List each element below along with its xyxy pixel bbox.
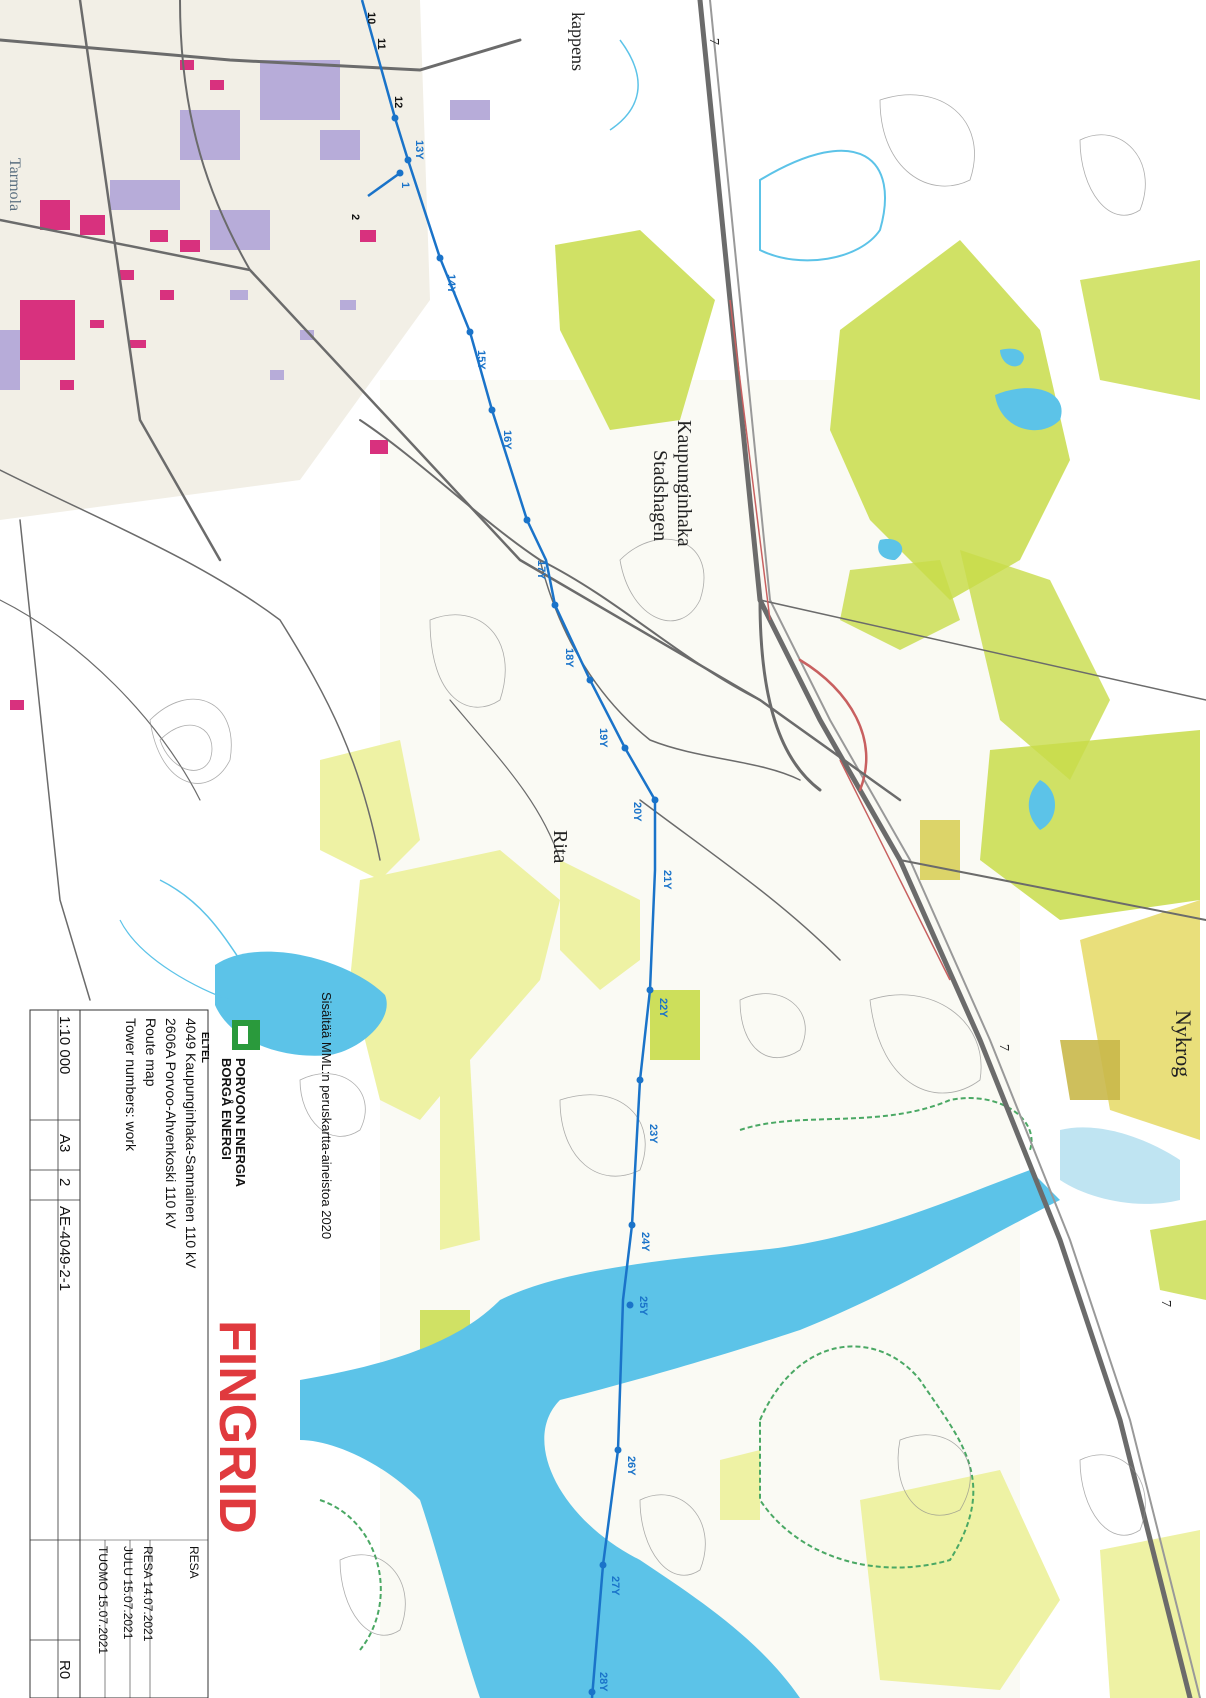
checked-by: JULU 15.07.2021: [121, 1546, 135, 1640]
place-name-tarmola: Tarmola: [6, 158, 23, 211]
tower-label-20y: 20Y: [631, 802, 643, 822]
eltel-logo: ELTEL: [199, 1032, 210, 1063]
tower-label-17y: 17Y: [535, 560, 547, 580]
tower-label-22y: 22Y: [657, 998, 669, 1018]
tower-label-11: 11: [375, 38, 387, 50]
main-road-overlay: [729, 299, 951, 981]
place-name-kaupunginhaka: Kaupunginhaka: [673, 420, 695, 547]
tower-label-1: 1: [399, 182, 411, 188]
place-name-rita: Rita: [549, 830, 571, 863]
tower-label-2: 2: [349, 214, 361, 220]
drawing-type: Route map: [143, 1018, 159, 1087]
road-number-label: 7: [996, 1044, 1011, 1051]
tower-label-21y: 21Y: [661, 870, 673, 890]
urban-area: [0, 0, 490, 710]
place-name-kappens: kappens: [568, 12, 588, 71]
svg-text:BORGÅ ENERGI: BORGÅ ENERGI: [219, 1058, 234, 1160]
paper-size: A3: [56, 1134, 73, 1152]
designer: RESA: [187, 1546, 201, 1579]
protected-areas: [319, 1097, 1033, 1651]
tower-label-25y: 25Y: [637, 1296, 649, 1316]
road-number-label: 7: [706, 38, 721, 45]
tower-label-14y: 14Y: [445, 274, 457, 294]
power-line-route: 10 11 12 1 2 13Y 14Y 15Y 16Y 17Y 18Y 19Y…: [349, 0, 673, 1698]
scale-value: 1:10 000: [56, 1016, 73, 1074]
drawn-by: RESA 14.07.2021: [141, 1546, 155, 1642]
tower-label-12: 12: [392, 96, 404, 108]
road-number-label: 7: [1158, 1300, 1173, 1307]
contour-lines: [119, 94, 1146, 1636]
tower-label-28y: 28Y: [597, 1672, 609, 1692]
tower-label-23y: 23Y: [647, 1124, 659, 1144]
fields: [320, 230, 1206, 1698]
drawing-number: AE-4049-2-1: [56, 1206, 73, 1291]
water-bodies: [119, 39, 1180, 1698]
tower-label-19y: 19Y: [597, 728, 609, 748]
tower-label-13y: 13Y: [413, 140, 425, 160]
sheet-number: 2: [56, 1178, 73, 1186]
fingrid-logo: FINGRID: [208, 1320, 266, 1534]
tower-label-26y: 26Y: [625, 1456, 637, 1476]
map-source-note: Sisältää MML:n peruskartta-aineistoa 202…: [319, 992, 334, 1239]
line-title-2: 2606A Porvoo-Ahvenkoski 110 kV: [163, 1018, 179, 1229]
title-block: Sisältää MML:n peruskartta-aineistoa 202…: [29, 992, 334, 1698]
revision: R0: [56, 1660, 73, 1679]
place-name-nykrog: Nykrog: [1171, 1010, 1196, 1077]
svg-text:PORVOON ENERGIA: PORVOON ENERGIA: [233, 1058, 248, 1188]
line-title-1: 4049 Kaupunginhaka-Sannainen 110 kV: [183, 1018, 199, 1269]
place-name-stadshagen: Stadshagen: [649, 450, 671, 541]
tower-label-15y: 15Y: [475, 350, 487, 370]
drawing-subtitle: Tower numbers: work: [123, 1018, 139, 1152]
tower-label-10: 10: [365, 12, 377, 24]
approved-by: TUOMO 15.07.2021: [96, 1546, 110, 1654]
porvoo-energia-logo: PORVOON ENERGIA BORGÅ ENERGI: [219, 1020, 260, 1188]
tower-label-18y: 18Y: [563, 648, 575, 668]
tower-label-16y: 16Y: [501, 430, 513, 450]
tower-label-24y: 24Y: [639, 1232, 651, 1252]
tower-label-27y: 27Y: [609, 1576, 621, 1596]
